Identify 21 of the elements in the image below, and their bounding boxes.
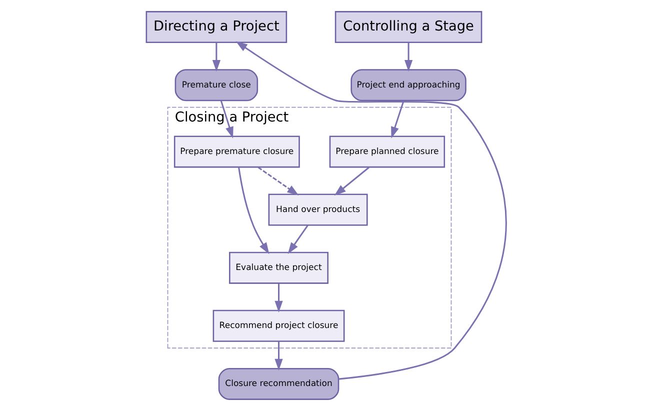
arrow [404, 42, 412, 72]
arrow [220, 100, 233, 138]
arrow [274, 342, 282, 371]
node-box: Controlling a Stage [334, 11, 482, 44]
arrow [334, 166, 370, 196]
arrow [257, 166, 298, 196]
node-box: Prepare premature closure [173, 136, 300, 168]
node-box: Hand over products [268, 194, 368, 226]
node-box: Recommend project closure [212, 310, 344, 342]
node-box: Project end approaching [350, 69, 466, 102]
arrow [237, 167, 269, 254]
arrow [212, 42, 220, 72]
node-box: Directing a Project [145, 11, 287, 44]
arrow [287, 225, 308, 254]
node-box: Evaluate the project [228, 252, 328, 284]
node-box: Prepare planned closure [328, 136, 445, 168]
arrow [235, 41, 506, 380]
arrow [274, 284, 282, 312]
arrow [390, 100, 404, 138]
node-box: Closure recommendation [218, 368, 339, 400]
node-box: Premature close [174, 69, 258, 102]
